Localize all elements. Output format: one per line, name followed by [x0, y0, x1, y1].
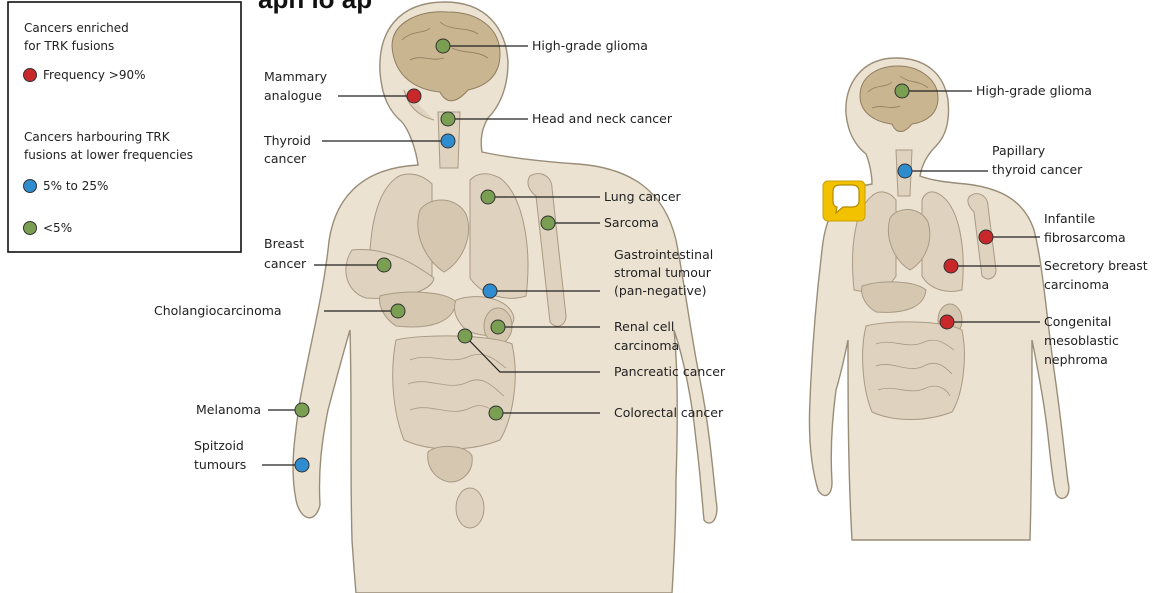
- dot-adult-lung: [481, 190, 495, 204]
- label-child-congenital-3: nephroma: [1044, 352, 1108, 367]
- label-adult-breast-2: cancer: [264, 256, 307, 271]
- child-silhouette: [809, 58, 1068, 540]
- legend-box: Cancers enriched for TRK fusions Frequen…: [8, 2, 241, 252]
- label-child-infantile-2: fibrosarcoma: [1044, 230, 1126, 245]
- label-adult-mammary-2: analogue: [264, 88, 322, 103]
- label-adult-cholangio: Cholangiocarcinoma: [154, 303, 282, 318]
- dot-adult-spitzoid: [295, 458, 309, 472]
- dot-adult-colorectal: [489, 406, 503, 420]
- label-adult-spitzoid-1: Spitzoid: [194, 438, 244, 453]
- label-child-infantile-1: Infantile: [1044, 211, 1095, 226]
- dot-adult-melanoma: [295, 403, 309, 417]
- dot-adult-head-neck: [441, 112, 455, 126]
- dot-child-infantile: [979, 230, 993, 244]
- label-adult-pancreatic: Pancreatic cancer: [614, 364, 726, 379]
- legend-heading2-line1: Cancers harbouring TRK: [24, 130, 171, 144]
- label-child-secretory-2: carcinoma: [1044, 277, 1109, 292]
- dot-child-congenital: [940, 315, 954, 329]
- label-adult-spitzoid-2: tumours: [194, 457, 246, 472]
- dot-child-papillary: [898, 164, 912, 178]
- dot-adult-thyroid: [441, 134, 455, 148]
- adult-intestines: [393, 336, 515, 449]
- label-adult-gist-1: Gastrointestinal: [614, 247, 713, 262]
- dot-adult-cholangio: [391, 304, 405, 318]
- label-adult-sarcoma: Sarcoma: [604, 215, 659, 230]
- label-adult-mammary-1: Mammary: [264, 69, 328, 84]
- dot-adult-gist: [483, 284, 497, 298]
- legend-item-mid: 5% to 25%: [43, 179, 108, 193]
- label-adult-renal-2: carcinoma: [614, 338, 679, 353]
- chat-bubble-icon[interactable]: [823, 181, 865, 221]
- label-adult-breast-1: Breast: [264, 236, 304, 251]
- label-child-hg-glioma: High-grade glioma: [976, 83, 1092, 98]
- dot-adult-mammary: [407, 89, 421, 103]
- child-body-figure: [809, 58, 1068, 540]
- label-adult-lung: Lung cancer: [604, 189, 682, 204]
- label-child-papillary-1: Papillary: [992, 143, 1046, 158]
- label-child-congenital-1: Congenital: [1044, 314, 1111, 329]
- label-adult-colorectal: Colorectal cancer: [614, 405, 724, 420]
- adult-pelvis-organ: [456, 488, 484, 528]
- label-child-papillary-2: thyroid cancer: [992, 162, 1083, 177]
- label-adult-thyroid-2: cancer: [264, 151, 307, 166]
- label-adult-hg-glioma: High-grade glioma: [532, 38, 648, 53]
- label-adult-gist-3: (pan-negative): [614, 283, 706, 298]
- title-text: apn lo ap: [258, 0, 372, 14]
- legend-heading1-line2: for TRK fusions: [24, 39, 114, 53]
- dot-adult-hg-glioma: [436, 39, 450, 53]
- label-child-congenital-2: mesoblastic: [1044, 333, 1119, 348]
- label-adult-renal-1: Renal cell: [614, 319, 674, 334]
- legend-dot-high: [24, 69, 37, 82]
- label-adult-gist-2: stromal tumour: [614, 265, 712, 280]
- label-adult-thyroid-1: Thyroid: [263, 133, 311, 148]
- label-child-secretory-1: Secretory breast: [1044, 258, 1148, 273]
- label-adult-melanoma: Melanoma: [196, 402, 261, 417]
- dot-adult-sarcoma: [541, 216, 555, 230]
- dot-adult-breast: [377, 258, 391, 272]
- dot-adult-pancreatic: [458, 329, 472, 343]
- dot-child-secretory: [944, 259, 958, 273]
- label-adult-head-neck: Head and neck cancer: [532, 111, 673, 126]
- legend-heading1-line1: Cancers enriched: [24, 21, 129, 35]
- legend-item-high: Frequency >90%: [43, 68, 146, 82]
- dot-adult-renal: [491, 320, 505, 334]
- legend-heading2-line2: fusions at lower frequencies: [24, 148, 193, 162]
- legend-item-low: <5%: [43, 221, 72, 235]
- legend-dot-low: [24, 222, 37, 235]
- dot-child-hg-glioma: [895, 84, 909, 98]
- legend-dot-mid: [24, 180, 37, 193]
